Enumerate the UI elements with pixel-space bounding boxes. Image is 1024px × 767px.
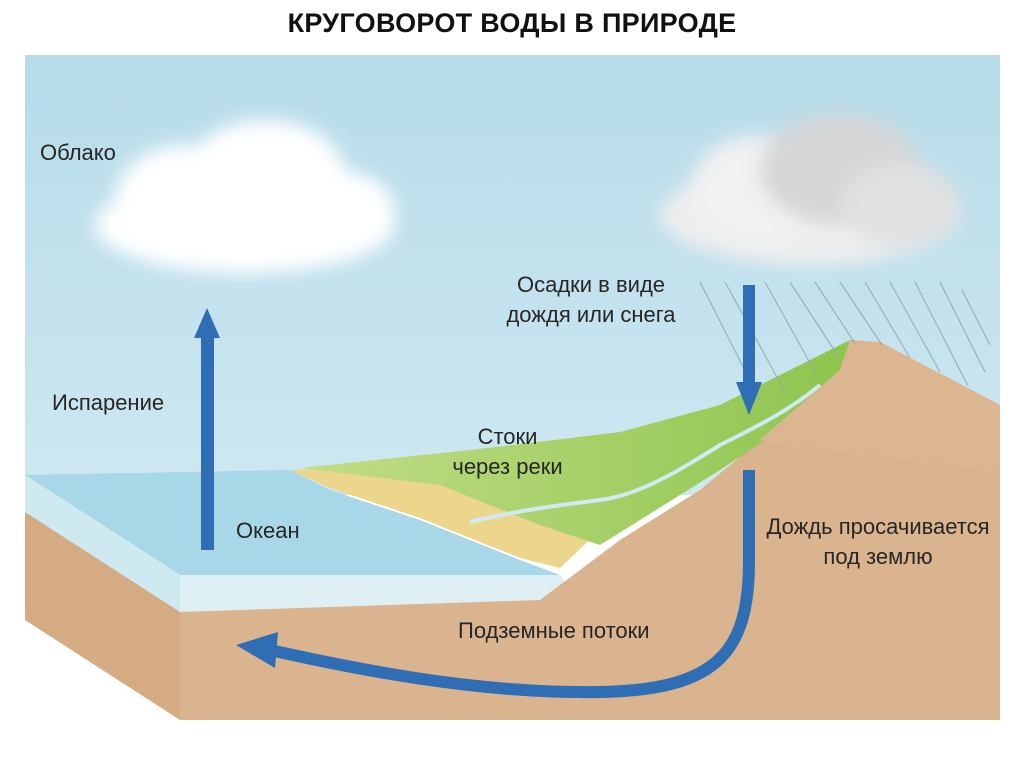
label-cloud: Облако [40, 140, 116, 165]
mountain-slope [760, 340, 1000, 470]
grass-hill [300, 340, 870, 545]
label-runoff-line2: через реки [452, 454, 563, 479]
label-infiltration-line2: под землю [823, 544, 933, 569]
precipitation-arrow [736, 285, 762, 415]
label-infiltration-line1: Дождь просачивается [766, 514, 990, 539]
label-infiltration: Дождь просачивается под землю [758, 512, 998, 572]
label-precipitation-line1: Осадки в виде [516, 272, 666, 297]
cloud-left [95, 120, 395, 273]
cloud-right [660, 115, 960, 265]
label-runoff-line1: Стоки [477, 424, 538, 449]
label-precipitation-line2: дождя или снега [506, 302, 676, 327]
river [469, 383, 822, 524]
label-evaporation: Испарение [52, 390, 165, 415]
ocean-surface [25, 470, 560, 575]
sand-beach [290, 462, 600, 568]
evaporation-arrow [194, 308, 220, 550]
ocean-front-band [180, 575, 580, 615]
label-runoff: Стоки через реки [440, 422, 575, 482]
ocean-front [25, 475, 180, 615]
soil-side [25, 512, 180, 720]
label-groundwater: Подземные потоки [458, 618, 650, 643]
label-ocean: Океан [236, 518, 300, 543]
diagram-title: КРУГОВОРОТ ВОДЫ В ПРИРОДЕ [287, 8, 737, 38]
groundwater-arrow [236, 470, 755, 699]
rain-streaks [699, 281, 991, 401]
label-precipitation: Осадки в виде дождя или снега [496, 270, 686, 330]
